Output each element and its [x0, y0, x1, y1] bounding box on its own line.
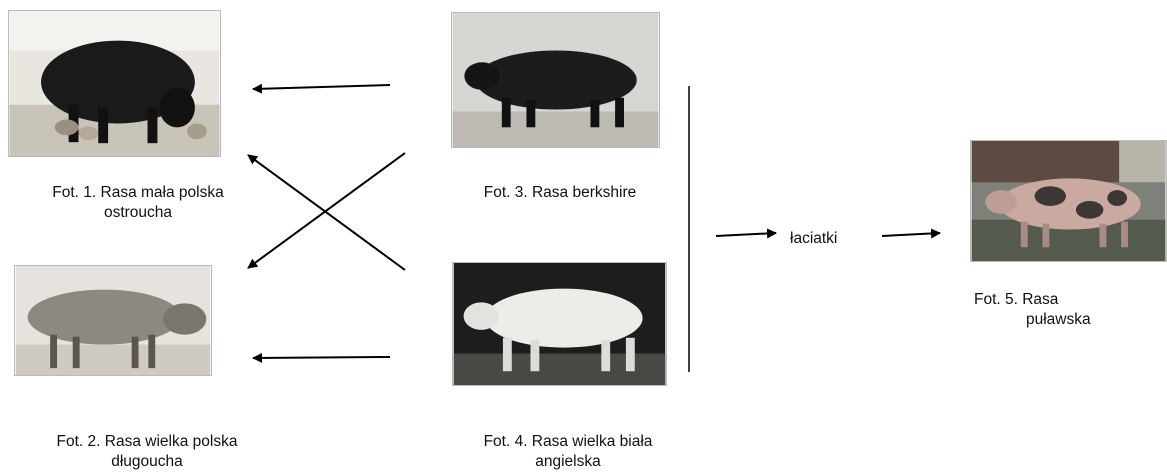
arrow-fot3-to-fot1: [253, 85, 390, 89]
arrow-fot3-to-fot2: [248, 153, 405, 268]
arrow-fot4-to-fot2: [253, 357, 390, 358]
arrow-to-laciatki: [716, 233, 776, 236]
arrow-laciatki-to-fot5: [882, 233, 940, 236]
arrow-fot4-to-fot1: [248, 155, 405, 270]
